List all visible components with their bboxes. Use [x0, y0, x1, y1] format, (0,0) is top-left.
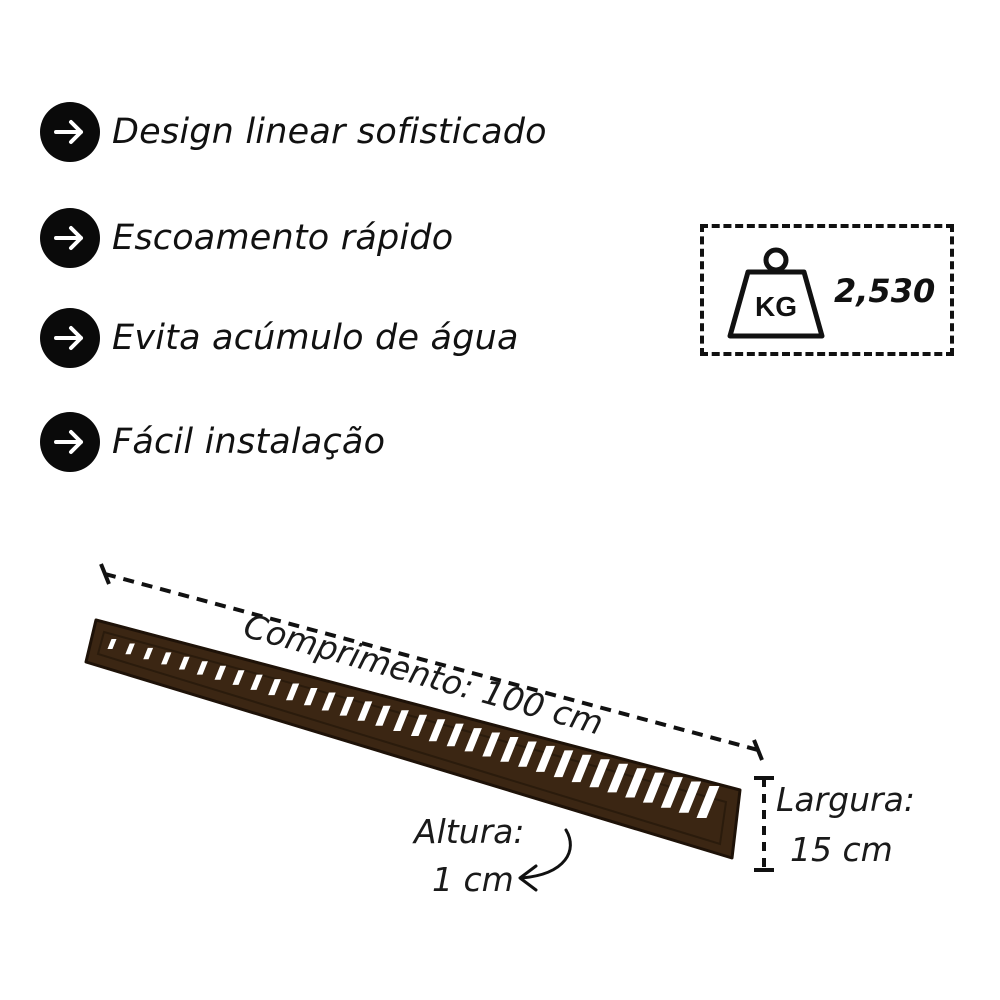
grate-slot [268, 679, 281, 696]
kg-weight-icon: KG [727, 247, 825, 339]
grate-slot [393, 710, 409, 732]
feature-item: Design linear sofisticado [40, 100, 547, 164]
grate-slot [107, 639, 117, 649]
weight-value: 2,530 [834, 272, 936, 310]
arrow-right-icon [40, 308, 100, 368]
grate-slot [446, 723, 464, 747]
feature-item: Evita acúmulo de água [40, 306, 519, 370]
grate-slots [107, 639, 720, 818]
grate-slot [571, 754, 592, 783]
feature-label: Escoamento rápido [112, 218, 454, 258]
feature-label: Fácil instalação [112, 422, 386, 462]
grate-slot [321, 692, 336, 711]
grate-slot [285, 683, 300, 701]
length-dimension-line [99, 563, 764, 761]
grate-rim [96, 630, 728, 846]
grate-slot [660, 777, 683, 808]
feature-label: Evita acúmulo de água [112, 318, 519, 358]
width-value: 15 cm [790, 830, 893, 869]
weight-box: KG 2,530 [700, 224, 954, 356]
arrow-right-icon [40, 102, 100, 162]
height-curved-arrow [518, 828, 572, 892]
grate-slot [642, 772, 665, 803]
grate-body [84, 618, 742, 860]
linear-drain-grate [84, 618, 742, 860]
grate-slot [678, 781, 702, 813]
grate-slot [161, 652, 172, 665]
grate-slot [232, 670, 245, 685]
drain-illustration [84, 563, 774, 892]
arrow-right-icon [40, 208, 100, 268]
grate-slot [214, 665, 227, 680]
grate-slot [553, 750, 574, 778]
grate-slot [482, 732, 501, 757]
width-label: Largura: [776, 780, 915, 819]
grate-slot [410, 714, 428, 736]
grate-slot [518, 741, 537, 767]
feature-item: Fácil instalação [40, 410, 385, 474]
feature-list: Design linear sofisticado Escoamento ráp… [40, 100, 640, 480]
grate-slot [250, 674, 263, 690]
grate-slot [143, 647, 154, 660]
product-diagram: Comprimento: 100 cm Largura: 15 cm Altur… [0, 540, 1000, 980]
grate-slot [428, 719, 446, 742]
grate-slot [625, 768, 647, 798]
width-dimension-line [754, 776, 774, 872]
grate-slot [303, 688, 318, 706]
grate-slot [339, 696, 355, 716]
grate-slot [607, 763, 629, 793]
grate-slot [589, 759, 610, 788]
grate-slot [500, 737, 519, 762]
grate-slot [696, 786, 720, 818]
feature-label: Design linear sofisticado [112, 112, 547, 152]
grate-slot [375, 705, 391, 726]
grate-slot [196, 661, 208, 675]
height-value: 1 cm [432, 860, 514, 899]
height-label: Altura: [414, 812, 525, 851]
grate-slot [125, 643, 135, 655]
grate-slot [464, 728, 482, 752]
grate-slot [357, 701, 373, 721]
kg-icon-text: KG [755, 291, 797, 322]
feature-item: Escoamento rápido [40, 206, 453, 270]
grate-slot [535, 745, 555, 772]
grate-slot [178, 656, 190, 670]
arrow-right-icon [40, 412, 100, 472]
